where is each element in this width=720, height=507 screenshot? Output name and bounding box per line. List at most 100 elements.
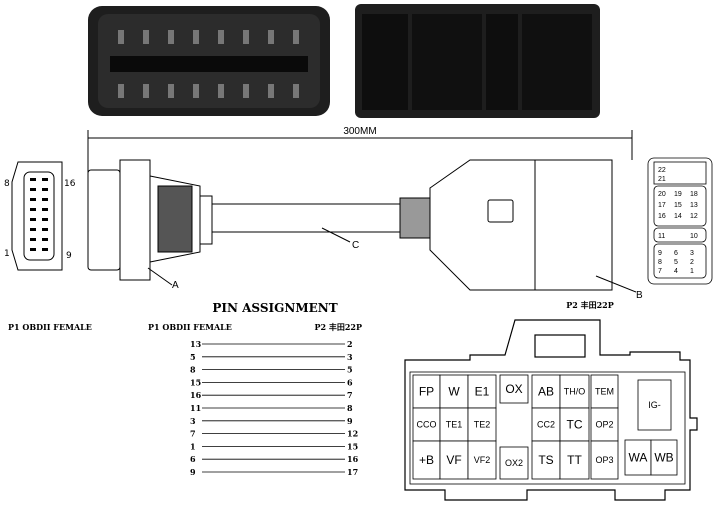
p2-face-pin-label: 12 xyxy=(690,213,698,220)
p2-pin: 7 xyxy=(347,390,353,400)
p2-face-pin-label: 2 xyxy=(690,259,694,266)
p1-pin: 11 xyxy=(190,403,201,413)
pin-row: 6 16 xyxy=(190,454,359,464)
photo-pin xyxy=(168,84,174,98)
face-pin xyxy=(42,238,48,241)
p2-terminal-cell: OP2 xyxy=(590,407,619,442)
face-pin xyxy=(42,198,48,201)
pin-label-8: 8 xyxy=(4,179,10,189)
p2-face-pin-label: 6 xyxy=(674,250,678,257)
p2-terminal-cell: +B xyxy=(412,440,441,480)
face-pin xyxy=(30,248,36,251)
pin-label-1: 1 xyxy=(4,249,10,259)
p2-pin: 15 xyxy=(347,441,358,451)
callout-b: B xyxy=(636,290,643,301)
photo-pin xyxy=(193,84,199,98)
p2-face-pin-label: 7 xyxy=(658,268,662,275)
face-pin xyxy=(30,198,36,201)
p2-terminal-label: OP3 xyxy=(595,455,613,465)
p2-terminal-cell: IG- xyxy=(637,379,672,431)
p2-face-pin-label: 20 xyxy=(658,191,666,198)
face-pin xyxy=(30,188,36,191)
p1-pin: 8 xyxy=(190,365,196,375)
p2-pin: 3 xyxy=(347,352,353,362)
p2-terminal-cell: OX xyxy=(499,374,529,404)
p1-pin: 13 xyxy=(190,339,202,349)
p1-label: P1 OBDII FEMALE xyxy=(8,322,92,332)
photo-pin xyxy=(218,30,224,44)
p2-face-pin-label: 18 xyxy=(690,191,698,198)
p2-terminal-cell: AB xyxy=(531,374,561,409)
p2-face-pin-label: 22 xyxy=(658,167,666,174)
photo-pin xyxy=(193,30,199,44)
callout-a: A xyxy=(172,280,179,291)
p2-face-pin-label: 16 xyxy=(658,213,666,220)
p2-face-pin-label: 10 xyxy=(690,233,698,240)
p2-terminal-label: OX xyxy=(505,382,522,396)
p2-face-pin-label: 9 xyxy=(658,250,662,257)
p2-terminal-label: TEM xyxy=(595,387,614,397)
photo-pin xyxy=(293,30,299,44)
p2-terminal-label: OP2 xyxy=(595,420,613,430)
face-pin xyxy=(30,238,36,241)
face-pin xyxy=(30,228,36,231)
p1-pin: 3 xyxy=(190,416,196,426)
pin-label-16: 16 xyxy=(64,179,76,189)
pin-row: 15 6 xyxy=(190,377,353,387)
photo-pin xyxy=(143,84,149,98)
pin-label-9: 9 xyxy=(66,251,72,261)
p1-pin: 6 xyxy=(190,454,196,464)
p2-terminal-label: VF2 xyxy=(474,455,491,465)
p2-pin: 6 xyxy=(347,377,353,387)
face-pin xyxy=(30,218,36,221)
p2-terminal-label: +B xyxy=(419,453,434,467)
p2-terminal-cell: TEM xyxy=(590,374,619,409)
p2-terminal-label: W xyxy=(448,385,460,399)
photo-pin xyxy=(243,30,249,44)
face-pin xyxy=(30,178,36,181)
dimension-label: 300MM xyxy=(343,126,376,137)
p2-terminal-label: CCO xyxy=(417,420,437,430)
p2-face-pin-label: 8 xyxy=(658,259,662,266)
pin-row: 16 7 xyxy=(190,390,353,400)
face-pin xyxy=(42,228,48,231)
p2-face-pin-label: 21 xyxy=(658,176,666,183)
photo-pin xyxy=(143,30,149,44)
p1-pin: 5 xyxy=(190,352,196,362)
obd-connector-photo xyxy=(88,6,330,116)
p2-terminal-cell: CCO xyxy=(412,407,441,442)
p2-face-pin-label: 11 xyxy=(658,233,665,240)
photo-pin xyxy=(218,84,224,98)
p2-terminal-label: E1 xyxy=(475,385,490,399)
p2-face-pin-label: 17 xyxy=(658,202,666,209)
p2-terminal-cell: TS xyxy=(531,440,561,480)
table-p2-label: P2 丰田22P xyxy=(314,322,362,332)
p1-pin: 15 xyxy=(190,377,201,387)
p2-terminal-label: WA xyxy=(629,451,648,465)
callout-c: C xyxy=(352,240,359,251)
photo-pin xyxy=(243,84,249,98)
p1-pin: 7 xyxy=(190,429,196,439)
face-pin xyxy=(30,208,36,211)
p2-terminal-label: TT xyxy=(567,453,582,467)
p2-terminal-label: OX2 xyxy=(505,458,523,468)
p2-terminal-cell: OX2 xyxy=(499,446,529,480)
p1-pin: 16 xyxy=(190,390,202,400)
face-pin xyxy=(42,188,48,191)
p2-terminal-cell: WA xyxy=(624,439,652,476)
p2-terminal-label: FP xyxy=(419,385,434,399)
toyota-connector-photo xyxy=(355,4,600,118)
p2-terminal-label: TS xyxy=(538,453,553,467)
face-pin xyxy=(42,248,48,251)
p2-terminal-label: AB xyxy=(538,385,554,399)
p2-face-pin-label: 13 xyxy=(690,202,698,209)
p2-face-pin-label: 14 xyxy=(674,213,682,220)
p2-face-pin-label: 19 xyxy=(674,191,682,198)
p2-pin: 16 xyxy=(347,454,359,464)
